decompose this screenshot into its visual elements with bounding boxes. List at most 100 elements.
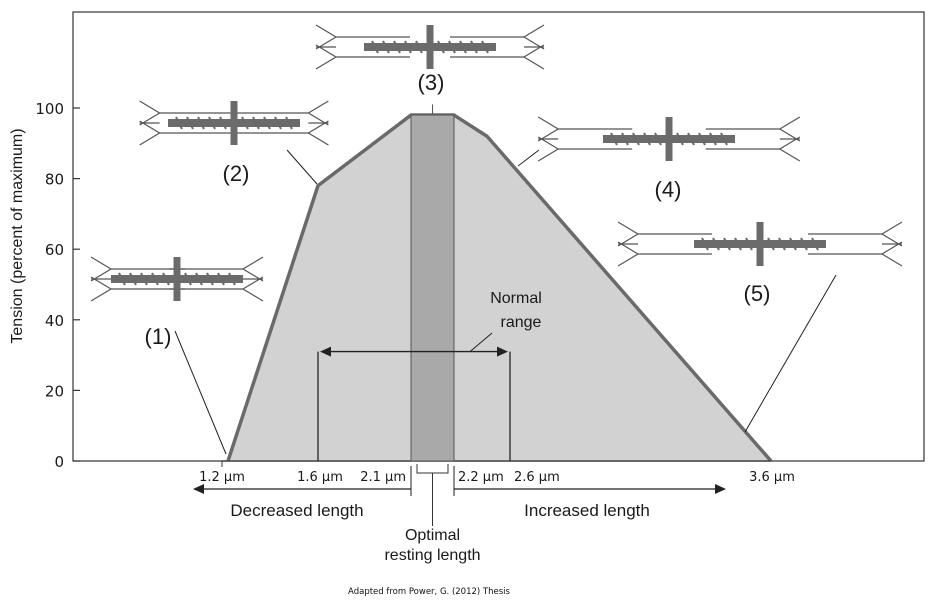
optimal-bracket bbox=[416, 464, 449, 474]
myosin-head bbox=[698, 132, 706, 146]
x-tick-label: 2.2 µm bbox=[458, 470, 504, 485]
sarcomere-label: (3) bbox=[418, 70, 445, 95]
z-disc-upper bbox=[778, 116, 801, 142]
sarcomere-2: (2) bbox=[139, 100, 329, 186]
m-line bbox=[665, 117, 673, 161]
myosin-head bbox=[437, 40, 445, 54]
myosin-head bbox=[263, 116, 271, 130]
myosin-head bbox=[734, 237, 742, 251]
myosin-head bbox=[175, 116, 183, 130]
m-line bbox=[756, 222, 764, 266]
length-arrows bbox=[193, 466, 726, 496]
myosin-head bbox=[206, 272, 214, 286]
normal-label-leader bbox=[469, 332, 493, 352]
z-disc-upper bbox=[241, 256, 264, 282]
x-tick-label: 1.2 µm bbox=[199, 470, 245, 485]
z-disc-lower bbox=[90, 276, 113, 302]
myosin-head bbox=[285, 116, 293, 130]
x-tick-label: 3.6 µm bbox=[749, 470, 795, 485]
m-line bbox=[426, 25, 434, 69]
myosin-head bbox=[610, 132, 618, 146]
y-tick-label: 20 bbox=[45, 382, 64, 400]
myosin-head bbox=[393, 40, 401, 54]
myosin-head bbox=[186, 116, 194, 130]
myosin-head bbox=[745, 237, 753, 251]
z-disc-upper bbox=[617, 221, 640, 247]
z-disc-upper bbox=[139, 100, 161, 126]
tension-area bbox=[228, 115, 771, 461]
sarcomere-leader bbox=[517, 149, 540, 167]
myosin-head bbox=[241, 116, 249, 130]
sarcomere-label: (4) bbox=[655, 177, 682, 202]
normal-arrowhead-right bbox=[497, 346, 508, 357]
z-disc-lower bbox=[617, 241, 640, 267]
optimal-band-layer bbox=[410, 104, 455, 526]
x-tick-label: 2.1 µm bbox=[360, 470, 406, 485]
myosin-head bbox=[767, 237, 775, 251]
myosin-head bbox=[129, 272, 137, 286]
z-disc-upper bbox=[90, 256, 113, 282]
normal-arrowhead-left bbox=[320, 346, 331, 357]
sarcomere-4: (4) bbox=[537, 116, 801, 202]
myosin-head bbox=[217, 272, 225, 286]
myosin-head bbox=[800, 237, 808, 251]
normal-range-layer bbox=[317, 332, 511, 461]
area-layer bbox=[222, 113, 773, 463]
z-disc-upper bbox=[315, 24, 338, 50]
myosin-head bbox=[228, 272, 236, 286]
z-disc-lower bbox=[880, 241, 903, 267]
myosin-head bbox=[382, 40, 390, 54]
myosin-head bbox=[184, 272, 192, 286]
myosin-head bbox=[654, 132, 662, 146]
myosin-head bbox=[470, 40, 478, 54]
z-disc-upper bbox=[307, 100, 329, 126]
m-line bbox=[230, 101, 238, 145]
myosin-head bbox=[415, 40, 423, 54]
increased-length-label: Increased length bbox=[524, 501, 650, 520]
myosin-head bbox=[252, 116, 260, 130]
myosin-head bbox=[274, 116, 282, 130]
z-disc-lower bbox=[307, 120, 329, 146]
sarcomere-leader bbox=[744, 274, 837, 433]
y-tick-label: 80 bbox=[45, 171, 64, 189]
sarcomere-leader bbox=[174, 330, 227, 455]
myosin-head bbox=[701, 237, 709, 251]
myosin-head bbox=[789, 237, 797, 251]
credit-text: Adapted from Power, G. (2012) Thesis bbox=[348, 587, 510, 597]
m-line bbox=[173, 257, 181, 301]
myosin-head bbox=[219, 116, 227, 130]
sarcomere-leader bbox=[286, 149, 318, 185]
optimal-band bbox=[410, 114, 455, 462]
myosin-head bbox=[811, 237, 819, 251]
myosin-head bbox=[720, 132, 728, 146]
myosin-head bbox=[687, 132, 695, 146]
myosin-head bbox=[723, 237, 731, 251]
z-disc-upper bbox=[522, 24, 545, 50]
y-axis-label: Tension (percent of maximum) bbox=[9, 128, 26, 343]
z-disc-lower bbox=[139, 120, 161, 146]
z-disc-lower bbox=[778, 136, 801, 162]
decreased-length-label: Decreased length bbox=[230, 501, 363, 520]
leader-lines bbox=[174, 149, 837, 455]
myosin-head bbox=[151, 272, 159, 286]
myosin-head bbox=[778, 237, 786, 251]
myosin-head bbox=[632, 132, 640, 146]
sarcomere-1: (1) bbox=[90, 256, 264, 349]
z-disc-lower bbox=[537, 136, 560, 162]
z-disc-upper bbox=[880, 221, 903, 247]
z-disc-upper bbox=[537, 116, 560, 142]
increased-arrowhead bbox=[715, 484, 726, 494]
myosin-head bbox=[140, 272, 148, 286]
myosin-head bbox=[162, 272, 170, 286]
sarcomere-label: (5) bbox=[744, 281, 771, 306]
myosin-head bbox=[404, 40, 412, 54]
sarcomere-label: (2) bbox=[223, 161, 250, 186]
myosin-head bbox=[197, 116, 205, 130]
myosin-head bbox=[208, 116, 216, 130]
myosin-head bbox=[643, 132, 651, 146]
myosin-head bbox=[709, 132, 717, 146]
x-tick-label: 1.6 µm bbox=[297, 470, 343, 485]
